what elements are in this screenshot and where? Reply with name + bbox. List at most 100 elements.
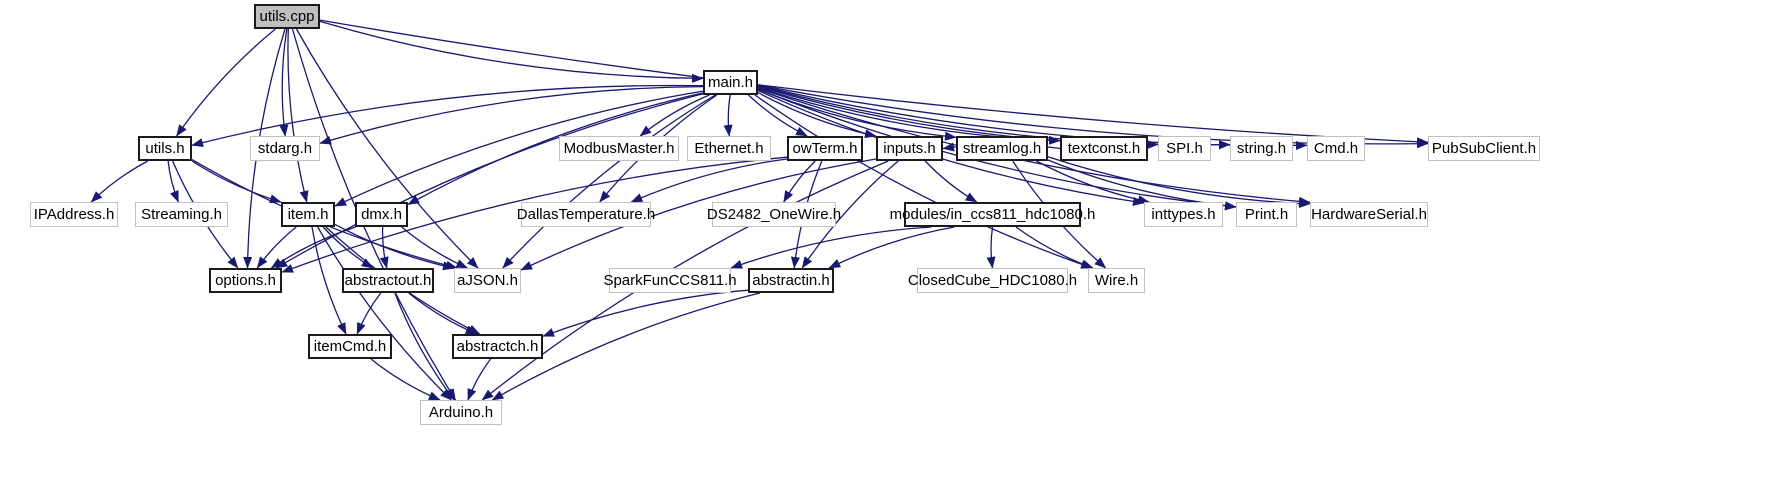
graph-node-label: aJSON.h [457,272,518,289]
graph-node-label: options.h [215,272,276,289]
graph-node-label: item.h [287,206,329,223]
graph-node-main-h[interactable]: main.h [703,70,758,95]
graph-edge [167,160,180,203]
graph-node-ds2482-h[interactable]: DS2482_OneWire.h [707,202,841,227]
graph-edge [986,226,996,269]
graph-edge [401,226,468,269]
graph-node-pubsubclient-h[interactable]: PubSubClient.h [1428,136,1540,161]
graph-node-label: textconst.h [1067,140,1141,157]
graph-node-label: dmx.h [361,206,402,223]
graph-node-label: string.h [1236,140,1287,157]
graph-edge [1047,156,1311,209]
graph-node-label: owTerm.h [792,140,858,157]
graph-node-label: streamlog.h [962,140,1042,157]
graph-node-item-h[interactable]: item.h [281,202,335,227]
graph-node-label: inputs.h [883,140,936,157]
graph-edge [630,158,788,203]
graph-node-ajson-h[interactable]: aJSON.h [454,268,521,293]
graph-edge [1036,160,1150,205]
graph-edge [783,160,816,203]
graph-node-label: ModbusMaster.h [563,140,675,157]
graph-node-owterm-h[interactable]: owTerm.h [787,136,863,161]
graph-edge [467,358,492,401]
graph-edge [295,28,479,269]
graph-node-label: HardwareSerial.h [1311,206,1427,223]
graph-edge [757,92,877,139]
graph-node-inputs-h[interactable]: inputs.h [876,136,943,161]
graph-edge [639,94,710,137]
graph-node-dallastemp-h[interactable]: DallasTemperature.h [517,202,655,227]
graph-edge [828,226,955,269]
graph-node-hardwareserial-h[interactable]: HardwareSerial.h [1310,202,1428,227]
graph-node-modbusmaster-h[interactable]: ModbusMaster.h [559,136,679,161]
graph-node-print-h[interactable]: Print.h [1236,202,1297,227]
graph-edge [542,289,749,337]
graph-edge [191,160,282,204]
graph-node-label: Arduino.h [428,404,494,421]
graph-node-label: stdarg.h [257,140,313,157]
graph-node-label: abstractin.h [752,272,830,289]
graph-node-abstractch-h[interactable]: abstractch.h [452,334,543,359]
graph-node-utils-cpp[interactable]: utils.cpp [254,4,320,29]
graph-edge [757,88,957,141]
graph-node-label: Print.h [1244,206,1289,223]
graph-edge [322,226,374,269]
graph-node-label: Wire.h [1094,272,1139,289]
graph-edge [317,226,452,401]
graph-edge [754,94,1093,269]
graph-node-ipaddress-h[interactable]: IPAddress.h [30,202,118,227]
graph-node-label: DS2482_OneWire.h [706,206,842,223]
graph-node-string-h[interactable]: string.h [1230,136,1293,161]
graph-node-spi-h[interactable]: SPI.h [1158,136,1211,161]
graph-node-dmx-h[interactable]: dmx.h [355,202,408,227]
graph-node-textconst-h[interactable]: textconst.h [1060,136,1148,161]
graph-edge [1047,159,1237,211]
graph-node-label: Cmd.h [1313,140,1359,157]
graph-node-cmd-h[interactable]: Cmd.h [1307,136,1365,161]
graph-edge [279,28,289,137]
graph-edge [379,226,389,269]
graph-edge [1015,226,1094,269]
graph-edge [176,28,276,137]
graph-edge [334,223,455,271]
graph-edge [723,94,733,137]
graph-node-closedcube-h[interactable]: ClosedCube_HDC1080.h [908,268,1077,293]
graph-node-ethernet-h[interactable]: Ethernet.h [687,136,771,161]
graph-edge [757,86,1061,145]
graph-node-streaming-h[interactable]: Streaming.h [135,202,228,227]
graph-edge [319,19,1429,147]
graph-node-arduino-h[interactable]: Arduino.h [420,400,502,425]
graph-node-label: DallasTemperature.h [516,206,656,223]
graph-node-sparkfunccs-h[interactable]: SparkFunCCS811.h [603,268,737,293]
graph-node-label: Ethernet.h [694,140,764,157]
graph-node-stdarg-h[interactable]: stdarg.h [250,136,320,161]
graph-node-label: abstractout.h [344,272,432,289]
graph-edge [356,292,382,335]
graph-node-inttypes-h[interactable]: inttypes.h [1144,202,1223,227]
graph-node-modules-ccs-h[interactable]: modules/in_ccs811_hdc1080.h [890,202,1095,227]
graph-node-abstractout-h[interactable]: abstractout.h [342,268,434,293]
graph-edge [319,85,704,145]
graph-node-label: PubSubClient.h [1431,140,1537,157]
graph-edge [502,94,716,269]
graph-edge [287,28,309,203]
graph-edge [270,226,356,269]
graph-edge [370,358,441,401]
graph-edge [747,94,808,137]
graph-node-label: main.h [707,74,754,91]
graph-node-label: ClosedCube_HDC1080.h [907,272,1078,289]
graph-node-options-h[interactable]: options.h [209,268,282,293]
graph-node-itemcmd-h[interactable]: itemCmd.h [308,334,392,359]
graph-node-label: Streaming.h [141,206,222,223]
graph-node-streamlog-h[interactable]: streamlog.h [956,136,1048,161]
graph-edge [730,226,932,269]
graph-node-wire-h[interactable]: Wire.h [1088,268,1145,293]
graph-edge [90,160,149,203]
graph-node-label: SPI.h [1166,140,1203,157]
graph-node-utils-h[interactable]: utils.h [138,136,192,161]
graph-node-label: modules/in_ccs811_hdc1080.h [889,206,1096,223]
graph-node-abstractin-h[interactable]: abstractin.h [748,268,834,293]
graph-node-label: inttypes.h [1151,206,1216,223]
